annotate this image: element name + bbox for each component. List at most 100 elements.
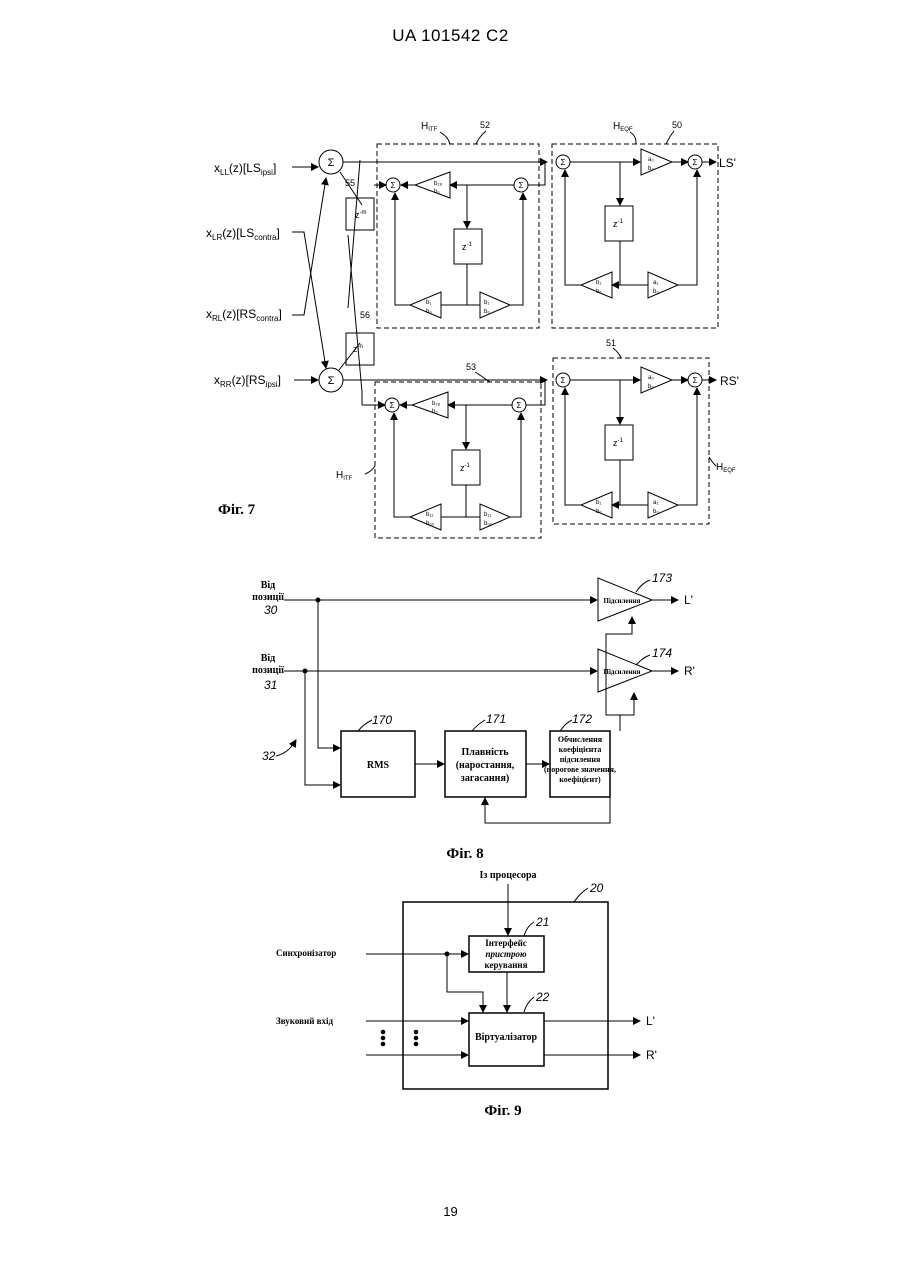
svg-text:R': R': [646, 1048, 657, 1062]
svg-text:Від: Від: [261, 653, 276, 664]
page-number: 19: [0, 1204, 901, 1219]
fig7-caption: Фіг. 7: [218, 502, 256, 518]
svg-text:Σ: Σ: [328, 157, 335, 169]
svg-text:Синхронізатор: Синхронізатор: [276, 948, 336, 958]
svg-text:170: 170: [372, 713, 392, 727]
svg-text:Σ: Σ: [391, 181, 396, 190]
svg-text:z-1: z-1: [613, 219, 623, 229]
svg-text:Із процесора: Із процесора: [479, 870, 536, 881]
svg-text:Обчислення: Обчислення: [558, 735, 603, 744]
svg-text:a₁: a₁: [653, 500, 658, 506]
svg-text:b₁: b₁: [484, 300, 489, 306]
svg-text:Σ: Σ: [517, 401, 522, 410]
svg-text:(наростання,: (наростання,: [456, 760, 515, 771]
svg-text:коефіцієнт): коефіцієнт): [559, 775, 601, 784]
svg-text:керування: керування: [485, 960, 528, 970]
svg-text:55: 55: [345, 178, 355, 188]
svg-text:173: 173: [652, 571, 672, 585]
svg-text:171: 171: [486, 712, 506, 726]
svg-text:HEQF: HEQF: [716, 462, 736, 474]
svg-text:z-n: z-n: [353, 344, 363, 354]
fig7-input-rl: xRL(z)[RScontra]: [206, 307, 282, 323]
svg-text:пристрою: пристрою: [485, 949, 527, 959]
svg-text:b₀: b₀: [596, 289, 602, 295]
fig9-caption: Фіг. 9: [484, 1103, 521, 1119]
svg-text:22: 22: [535, 990, 550, 1004]
svg-text:Інтерфейс: Інтерфейс: [485, 938, 527, 948]
svg-text:b₁₁: b₁₁: [426, 512, 433, 518]
svg-text:b₀: b₀: [434, 189, 440, 195]
svg-text:HEQF: HEQF: [613, 121, 633, 133]
svg-text:HITF: HITF: [421, 121, 438, 133]
svg-text:z-1: z-1: [613, 438, 623, 448]
svg-text:HITF: HITF: [336, 470, 353, 482]
svg-text:32: 32: [262, 749, 276, 763]
svg-text:L': L': [684, 593, 693, 607]
svg-text:21: 21: [535, 915, 549, 929]
svg-text:b₂₈: b₂₈: [434, 181, 443, 187]
fig8-diagram: Від позиції 30 Від позиції 31 32 Підсиле…: [252, 571, 695, 862]
svg-text:Σ: Σ: [693, 158, 698, 167]
fig7-diagram: xLL(z)[LSipsi] xLR(z)[LScontra] xRL(z)[R…: [206, 120, 739, 538]
svg-text:b₀: b₀: [653, 289, 659, 295]
svg-text:a₀: a₀: [648, 375, 654, 381]
svg-text:50: 50: [672, 120, 682, 130]
fig7-heqf-bottom-box: [553, 358, 709, 524]
svg-text:b₀₀: b₀₀: [484, 521, 493, 527]
svg-text:b₀: b₀: [426, 309, 432, 315]
svg-text:a₀: a₀: [648, 157, 654, 163]
fig8-caption: Фіг. 8: [446, 846, 483, 862]
svg-text:31: 31: [264, 678, 277, 692]
svg-text:L': L': [646, 1014, 655, 1028]
fig9-outer-box: [403, 902, 608, 1089]
svg-text:z-1: z-1: [462, 242, 472, 252]
svg-text:b₁₁: b₁₁: [484, 512, 491, 518]
fig7-input-lr: xLR(z)[LScontra]: [206, 226, 280, 242]
svg-text:174: 174: [652, 646, 672, 660]
svg-text:Від: Від: [261, 580, 276, 591]
svg-text:56: 56: [360, 310, 370, 320]
svg-text:Підсилення: Підсилення: [604, 668, 641, 676]
fig7-input-rr: xRR(z)[RSipsi]: [214, 373, 281, 389]
svg-text:RMS: RMS: [367, 760, 390, 771]
fig7-output-rs: RS': [720, 374, 739, 388]
svg-text:Σ: Σ: [561, 376, 566, 385]
svg-text:172: 172: [572, 712, 592, 726]
svg-text:підсилення: підсилення: [560, 755, 601, 764]
svg-text:30: 30: [264, 603, 278, 617]
svg-text:Σ: Σ: [328, 375, 335, 387]
svg-text:позиції: позиції: [252, 665, 284, 676]
svg-text:R': R': [684, 664, 695, 678]
svg-text:Σ: Σ: [693, 376, 698, 385]
svg-text:Віртуалізатор: Віртуалізатор: [475, 1032, 538, 1043]
svg-text:b₀: b₀: [484, 309, 490, 315]
svg-text:20: 20: [589, 881, 604, 895]
svg-text:53: 53: [466, 362, 476, 372]
svg-text:Σ: Σ: [519, 181, 524, 190]
svg-text:Звуковий вхід: Звуковий вхід: [276, 1016, 333, 1026]
svg-text:b₀: b₀: [596, 509, 602, 515]
svg-text:Підсилення: Підсилення: [604, 597, 641, 605]
fig9-diagram: Із процесора 20 Інтерфейс пристрою керув…: [276, 870, 657, 1119]
svg-text:a₁: a₁: [653, 280, 658, 286]
fig7-heqf-top-box: [552, 144, 718, 328]
svg-text:z-1: z-1: [460, 463, 470, 473]
fig7-output-ls: LS': [719, 156, 736, 170]
svg-text:позиції: позиції: [252, 592, 284, 603]
svg-text:Σ: Σ: [561, 158, 566, 167]
svg-text:загасання): загасання): [461, 773, 509, 784]
svg-text:b₂₈: b₂₈: [432, 401, 441, 407]
svg-text:b₁: b₁: [596, 280, 601, 286]
svg-text:b₀: b₀: [648, 166, 654, 172]
svg-text:52: 52: [480, 120, 490, 130]
svg-text:51: 51: [606, 338, 616, 348]
svg-text:b₁: b₁: [426, 300, 431, 306]
svg-text:Плавність: Плавність: [462, 747, 510, 758]
fig7-input-ll: xLL(z)[LSipsi]: [214, 161, 276, 177]
svg-text:b₀: b₀: [432, 409, 438, 415]
svg-text:(порогове значення,: (порогове значення,: [544, 765, 616, 774]
svg-text:b₁: b₁: [596, 500, 601, 506]
svg-text:z-m: z-m: [355, 210, 367, 220]
svg-text:Σ: Σ: [390, 401, 395, 410]
